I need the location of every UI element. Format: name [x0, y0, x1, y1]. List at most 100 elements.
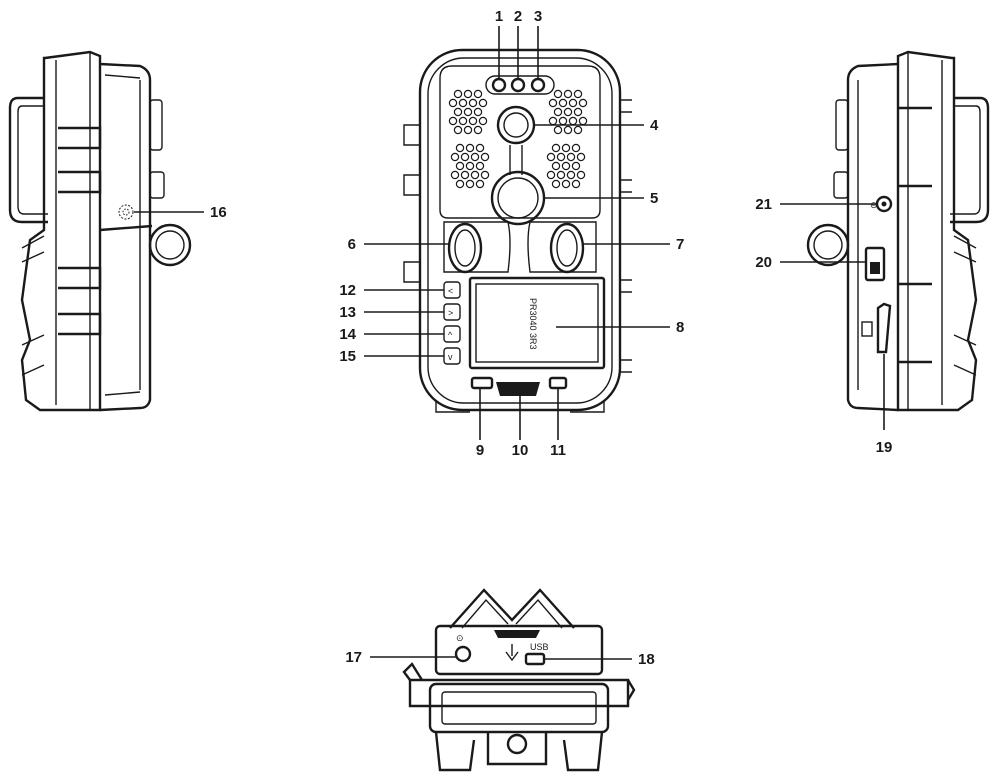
ir-led-cluster-top-left	[448, 89, 488, 135]
ir-led	[546, 170, 556, 180]
ir-led	[458, 116, 468, 126]
ir-led	[480, 152, 490, 162]
ir-led	[453, 125, 463, 135]
ir-led	[450, 152, 460, 162]
callout-number-2: 2	[514, 8, 522, 25]
ir-led	[551, 161, 561, 171]
indicator-led-1	[491, 77, 507, 93]
ir-led	[470, 152, 480, 162]
ir-led	[475, 143, 485, 153]
callout-number-11: 11	[550, 442, 566, 459]
speaker-grille	[118, 204, 134, 220]
ir-led	[553, 125, 563, 135]
callout-number-8: 8	[676, 319, 684, 336]
pir-sensor-right	[549, 222, 585, 274]
indicator-led-2	[510, 77, 526, 93]
svg-text:<: <	[448, 286, 453, 296]
ir-led	[556, 170, 566, 180]
right-side-view: ⊖	[806, 50, 990, 412]
ir-led	[473, 107, 483, 117]
ir-led	[463, 125, 473, 135]
ir-led-cluster-top-right	[548, 89, 588, 135]
ir-led	[576, 170, 586, 180]
sd-card-slot[interactable]	[876, 302, 892, 354]
ir-led	[448, 98, 458, 108]
ir-led	[465, 179, 475, 189]
callout-number-17: 17	[345, 649, 362, 666]
svg-text:USB: USB	[530, 642, 549, 652]
ir-led	[561, 143, 571, 153]
ir-led	[468, 116, 478, 126]
ir-led	[478, 116, 488, 126]
ir-led	[460, 170, 470, 180]
ir-led	[556, 152, 566, 162]
callout-number-3: 3	[534, 8, 542, 25]
ir-led	[453, 89, 463, 99]
button-10[interactable]	[496, 382, 540, 396]
ir-led	[475, 161, 485, 171]
button-9[interactable]	[470, 376, 494, 390]
mode-switch[interactable]	[864, 246, 886, 282]
ir-led	[563, 89, 573, 99]
lcd-screen	[468, 276, 606, 370]
ir-led-cluster-bottom-right	[546, 143, 586, 189]
ir-led	[568, 116, 578, 126]
ir-led	[448, 116, 458, 126]
ir-led	[465, 143, 475, 153]
ir-led	[571, 143, 581, 153]
button-11[interactable]	[548, 376, 568, 390]
callout-number-4: 4	[650, 117, 659, 134]
ir-led	[563, 107, 573, 117]
ir-led	[475, 179, 485, 189]
callout-number-15: 15	[339, 348, 356, 365]
dc-power-jack[interactable]	[875, 195, 893, 213]
ir-led	[573, 89, 583, 99]
ir-led	[548, 116, 558, 126]
svg-text:⊙: ⊙	[456, 633, 464, 643]
callout-number-21: 21	[755, 196, 772, 213]
svg-text:v: v	[448, 352, 453, 362]
callout-number-9: 9	[476, 442, 484, 459]
ir-led	[473, 125, 483, 135]
usb-port[interactable]	[524, 652, 546, 666]
callout-number-20: 20	[755, 254, 772, 271]
ir-led	[463, 107, 473, 117]
svg-text:⊖: ⊖	[870, 200, 878, 210]
ir-led	[558, 98, 568, 108]
callout-number-1: 1	[495, 8, 503, 25]
ir-led	[578, 116, 588, 126]
ir-led	[546, 152, 556, 162]
pir-sensor-left	[447, 222, 483, 274]
callout-number-16: 16	[210, 204, 227, 221]
ir-led	[561, 161, 571, 171]
ir-led	[553, 89, 563, 99]
ir-led	[480, 170, 490, 180]
ir-led	[558, 116, 568, 126]
callout-number-18: 18	[638, 651, 655, 668]
svg-text:>: >	[448, 308, 453, 318]
ir-led	[573, 125, 583, 135]
callout-number-13: 13	[339, 304, 356, 321]
ir-led	[470, 170, 480, 180]
front-view: PR3040 3R3 < > ^ v	[403, 48, 632, 413]
left-side-view	[8, 50, 192, 412]
ir-led-cluster-bottom-left	[450, 143, 490, 189]
ir-led	[453, 107, 463, 117]
ir-led	[455, 161, 465, 171]
bottom-view: ⊙ USB	[402, 588, 636, 772]
callout-number-7: 7	[676, 236, 684, 253]
ir-led	[551, 143, 561, 153]
ir-led	[563, 125, 573, 135]
ir-led	[571, 161, 581, 171]
ir-led	[551, 179, 561, 189]
ir-led	[553, 107, 563, 117]
ir-led	[571, 179, 581, 189]
ir-led	[468, 98, 478, 108]
tv-out-port[interactable]	[454, 645, 472, 663]
callout-number-6: 6	[348, 236, 356, 253]
ir-led	[576, 152, 586, 162]
screen-label: PR3040 3R3	[528, 298, 538, 350]
ir-led	[455, 179, 465, 189]
